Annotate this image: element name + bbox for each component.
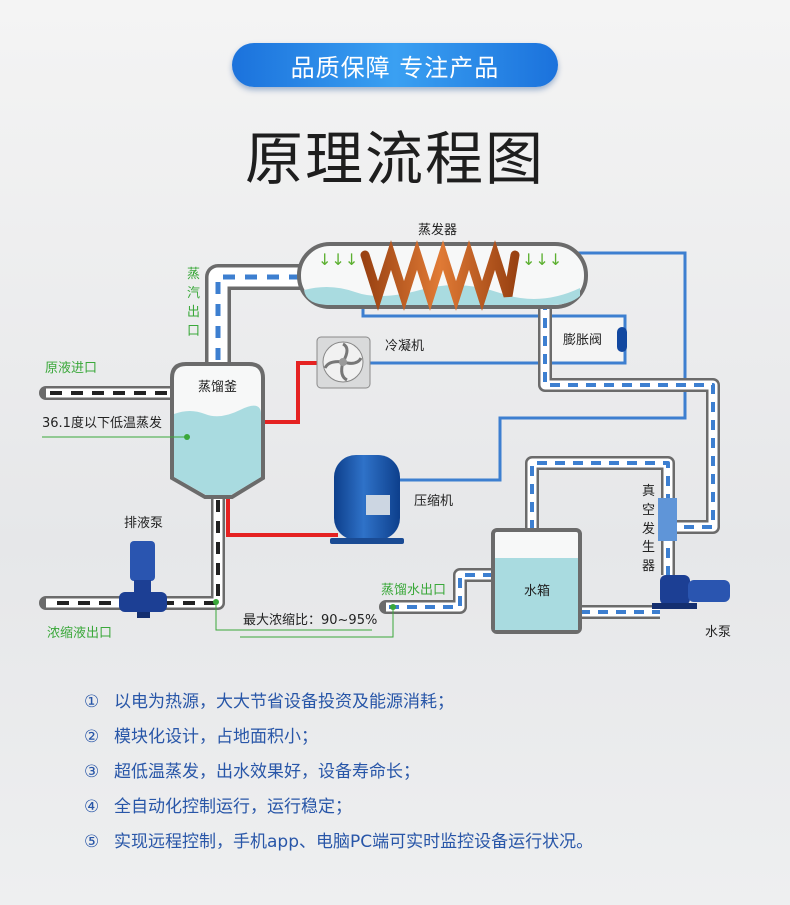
svg-text:出: 出 <box>187 305 200 320</box>
svg-text:器: 器 <box>642 559 655 574</box>
vacuum-generator <box>658 498 677 541</box>
page-title: 原理流程图 <box>244 125 545 193</box>
expansion-valve-label: 膨胀阀 <box>563 333 602 348</box>
low-temp-note: 36.1度以下低温蒸发 <box>42 415 162 431</box>
svg-text:空: 空 <box>642 503 655 518</box>
condenser-label: 冷凝机 <box>385 338 424 354</box>
leader-dot <box>390 604 396 610</box>
leader-line <box>215 602 372 631</box>
svg-text:真: 真 <box>642 484 655 499</box>
still-coil <box>206 421 230 476</box>
evaporator: ↓↓↓ ↓↓↓ <box>297 240 588 311</box>
raw-inlet-label: 原液进口 <box>45 361 97 376</box>
evaporator-coil <box>360 240 520 311</box>
expansion-valve-box <box>548 314 627 365</box>
water-pump-icon <box>652 575 730 609</box>
condenser-fan-icon <box>316 336 371 389</box>
steam-outlet-label: 蒸 汽 出 口 <box>187 267 200 339</box>
still-label: 蒸馏釜 <box>198 380 237 395</box>
svg-text:↓↓↓: ↓↓↓ <box>522 250 562 269</box>
expansion-valve-icon <box>617 327 627 352</box>
leader-dot <box>184 434 190 440</box>
drain-pump-icon <box>119 541 167 618</box>
compressor-icon <box>330 455 404 544</box>
svg-text:生: 生 <box>642 540 655 555</box>
water-pump-label: 水泵 <box>705 625 731 640</box>
svg-text:↓↓↓: ↓↓↓ <box>318 250 358 269</box>
vacuum-generator-label: 真 空 发 生 器 <box>642 484 655 574</box>
svg-text:发: 发 <box>642 521 655 537</box>
svg-text:汽: 汽 <box>187 286 200 301</box>
distilled-outlet-label: 蒸馏水出口 <box>381 583 446 598</box>
evaporator-label: 蒸发器 <box>418 222 457 238</box>
max-ratio-label: 最大浓缩比：90~95% <box>243 612 377 628</box>
leader-line <box>240 607 394 638</box>
drain-pump-label: 排液泵 <box>124 516 163 531</box>
water-tank <box>491 528 582 634</box>
concentrate-outlet-label: 浓缩液出口 <box>47 625 112 641</box>
svg-text:蒸: 蒸 <box>187 267 200 282</box>
banner-badge: 品质保障 专注产品 <box>232 43 558 87</box>
compressor-label: 压缩机 <box>414 493 453 509</box>
down-arrows-icon: ↓↓↓ ↓↓↓ <box>318 250 562 269</box>
leader-dot <box>213 599 219 605</box>
water-tank-label: 水箱 <box>524 583 550 599</box>
distillation-still <box>170 362 265 499</box>
svg-text:口: 口 <box>187 324 200 339</box>
